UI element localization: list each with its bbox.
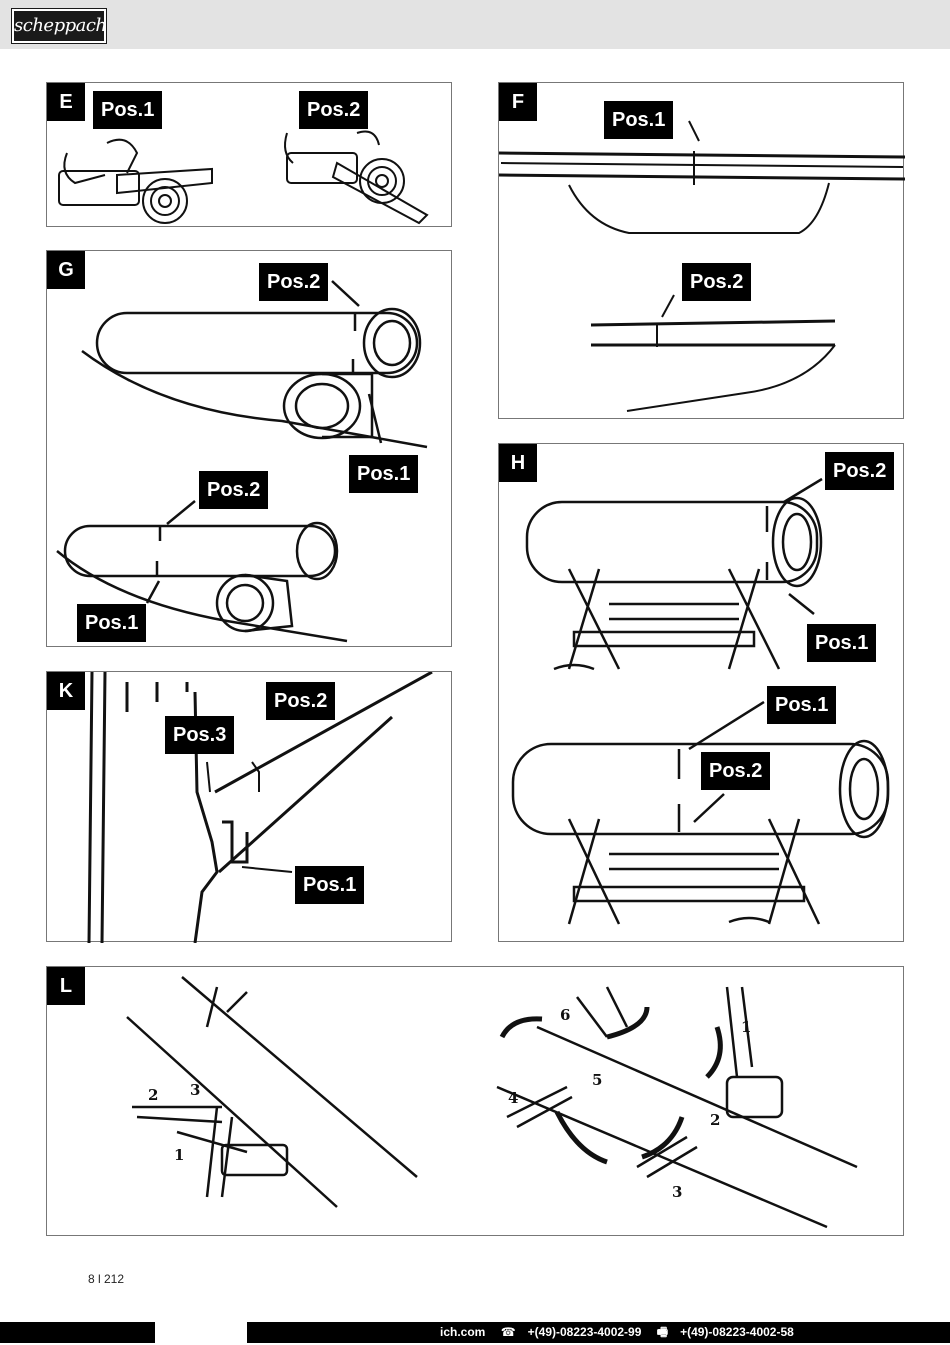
footer-gap xyxy=(155,1322,247,1343)
panel-l: 2 3 1 6 1 5 4 2 3 L xyxy=(46,966,904,1236)
footer-phone: +(49)-08223-4002-99 xyxy=(527,1325,642,1339)
illustration-chainsaw-positions xyxy=(58,130,429,225)
brand-logo: scheppach xyxy=(11,8,107,44)
pos-label: Pos.2 xyxy=(259,263,329,301)
page-number: 8 l 212 xyxy=(88,1272,125,1286)
footer-fax: +(49)-08223-4002-58 xyxy=(680,1325,794,1339)
fax-icon: 🖷 xyxy=(656,1325,669,1339)
pos-label: Pos.3 xyxy=(165,716,235,754)
pos-label: Pos.1 xyxy=(77,604,147,642)
panel-letter: H xyxy=(499,444,537,482)
pos-label: Pos.2 xyxy=(701,752,771,790)
pos-label: Pos.2 xyxy=(266,682,336,720)
step-number: 5 xyxy=(592,1071,602,1089)
pos-label: Pos.2 xyxy=(199,471,269,509)
illustration-logs-on-slope xyxy=(56,280,428,643)
step-number: 1 xyxy=(174,1146,184,1164)
illustration-log-on-ground xyxy=(499,120,905,412)
step-number: 6 xyxy=(560,1006,570,1024)
step-number: 2 xyxy=(148,1086,158,1104)
step-number: 3 xyxy=(672,1183,682,1201)
footer-contact: ich.com ☎ +(49)-08223-4002-99 🖷 +(49)-0822… xyxy=(440,1325,806,1340)
panel-f: F Pos.1 Pos.2 xyxy=(498,82,905,419)
panel-letter: L xyxy=(47,967,85,1005)
panel-e: E Pos.1 Pos.2 xyxy=(46,82,452,227)
pos-label: Pos.1 xyxy=(349,455,419,493)
panel-g: G Pos.2 Pos.1 Pos.2 Pos.1 xyxy=(46,250,452,647)
step-number: 3 xyxy=(190,1081,200,1099)
panel-k: K Pos.2 Pos.3 Pos.1 xyxy=(46,671,452,943)
illustration-branch-cutting-sequence: 2 3 1 6 1 5 4 2 3 xyxy=(126,976,858,1229)
panel-letter: E xyxy=(47,83,85,121)
pos-label: Pos.1 xyxy=(767,686,837,724)
pos-label: Pos.2 xyxy=(299,91,369,129)
telephone-icon: ☎ xyxy=(500,1325,516,1339)
step-number: 1 xyxy=(741,1018,751,1036)
pos-label: Pos.2 xyxy=(682,263,752,301)
panel-letter: F xyxy=(499,83,537,121)
pos-label: Pos.2 xyxy=(825,452,895,490)
pos-label: Pos.1 xyxy=(807,624,877,662)
panel-letter: K xyxy=(47,672,85,710)
illustration-tree-trunk-cuts xyxy=(87,672,433,943)
header-band xyxy=(0,0,950,49)
footer-website: ich.com xyxy=(440,1325,486,1339)
panel-letter: G xyxy=(47,251,85,289)
pos-label: Pos.1 xyxy=(93,91,163,129)
panel-h: H Pos.2 Pos.1 Pos.1 Pos.2 xyxy=(498,443,904,942)
pos-label: Pos.1 xyxy=(604,101,674,139)
illustration-log-on-sawhorse xyxy=(511,477,890,925)
step-number: 2 xyxy=(710,1111,720,1129)
pos-label: Pos.1 xyxy=(295,866,365,904)
step-number: 4 xyxy=(508,1089,518,1107)
